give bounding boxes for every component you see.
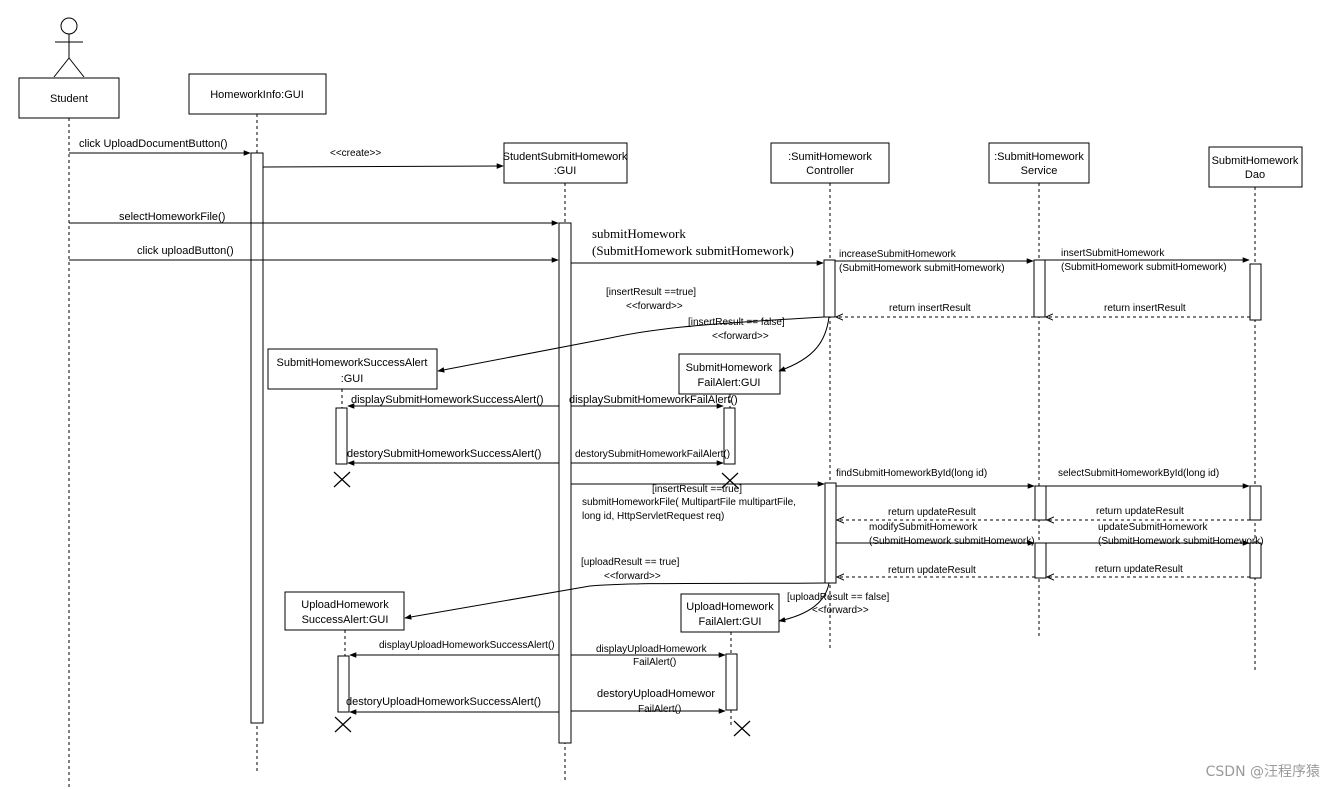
upload-fail-activation (725, 653, 738, 711)
forward-insert-true (437, 316, 825, 373)
service-activation-1 (1033, 259, 1046, 318)
msg-insert-submit-label-1: insertSubmitHomework (1061, 248, 1165, 259)
msg-increase-submit-label-2: (SubmitHomework submitHomework) (839, 263, 1005, 274)
student-label: Student (50, 93, 88, 105)
msg-destroy-upload-fail-label-2: FailAlert() (638, 704, 681, 715)
ret-update-service-1-label: return updateResult (888, 507, 976, 518)
service-label-1: :SubmitHomework (994, 151, 1084, 163)
dao-activation-3 (1249, 542, 1262, 579)
forward-upload-false (778, 582, 830, 623)
msg-update-submit-label-1: updateSubmitHomework (1098, 522, 1208, 533)
msg-insert-submit-label-2: (SubmitHomework submitHomework) (1061, 262, 1227, 273)
submit-success-activation (335, 407, 348, 465)
submit-fail-alert-label-2: FailAlert:GUI (698, 377, 761, 389)
homework-info-label: HomeworkInfo:GUI (210, 89, 304, 101)
destroy-mark-submit-success (333, 471, 351, 488)
watermark: CSDN @汪程序猿 (1206, 764, 1320, 780)
dao-label-2: Dao (1245, 169, 1265, 181)
msg-select-by-id-label: selectSubmitHomeworkById(long id) (1058, 468, 1219, 479)
controller-activation-1 (823, 259, 836, 318)
ret-update-dao-1-label: return updateResult (1096, 506, 1184, 517)
msg-submit-homework-label-1: submitHomework (592, 226, 686, 241)
msg-modify-submit-label-2: (SubmitHomework submitHomework) (869, 536, 1035, 547)
msg-display-submit-fail-label: displaySubmitHomeworkFailAlert() (569, 394, 738, 406)
msg-modify-submit-label-1: modifySubmitHomework (869, 522, 978, 533)
submit-success-alert-label-1: SubmitHomeworkSuccessAlert (277, 357, 428, 369)
msg-create-label: <<create>> (330, 148, 381, 159)
dao-activation-2 (1249, 485, 1262, 521)
ret-insert-dao-label: return insertResult (1104, 303, 1186, 314)
ret-update-dao-2-label: return updateResult (1095, 564, 1183, 575)
student-submit-label-1: StudentSubmitHomework (503, 151, 628, 163)
guard-insert-true-label-1: [insertResult ==true] (606, 287, 696, 298)
submit-fail-alert-label-1: SubmitHomework (686, 362, 773, 374)
msg-find-by-id-label: findSubmitHomeworkById(long id) (836, 468, 987, 479)
guard-insert-false-label-1: [insertResult == false] (688, 317, 785, 328)
msg-create (262, 163, 504, 169)
controller-label-2: Controller (806, 165, 854, 177)
msg-increase-submit-label-1: increaseSubmitHomework (839, 249, 957, 260)
student-actor (53, 17, 85, 78)
submit-fail-activation (723, 407, 736, 465)
upload-fail-alert-label-1: UploadHomework (686, 601, 774, 613)
upload-fail-alert-label-2: FailAlert:GUI (699, 616, 762, 628)
upload-success-alert-label-2: SuccessAlert:GUI (302, 614, 389, 626)
controller-activation-2 (824, 482, 837, 584)
msg-click-upload-document-label: click UploadDocumentButton() (79, 138, 228, 150)
msg-destroy-upload-fail-label-1: destoryUploadHomewor (597, 688, 715, 700)
msg-click-upload-label: click uploadButton() (137, 245, 234, 257)
service-activation-2 (1034, 485, 1047, 521)
msg-update-submit-label-2: (SubmitHomework submitHomework) (1098, 536, 1264, 547)
dao-activation-1 (1249, 263, 1262, 321)
service-label-2: Service (1021, 165, 1058, 177)
student-submit-label-2: :GUI (554, 165, 577, 177)
service-box (988, 142, 1090, 184)
dao-label-1: SubmitHomework (1212, 155, 1299, 167)
destroy-mark-upload-success (334, 716, 352, 733)
student-box (18, 77, 120, 119)
guard-upload-false-label-1: [uploadResult == false] (787, 592, 890, 603)
destroy-mark-submit-fail (721, 472, 739, 489)
guard-insert-true-2-label: [insertResult ==true] (652, 484, 742, 495)
upload-success-activation (337, 655, 350, 713)
student-submit-box (503, 142, 628, 184)
upload-fail-alert-box (680, 593, 780, 633)
guard-upload-true-label-1: [uploadResult == true] (581, 557, 680, 568)
msg-submit-file-label-1: submitHomeworkFile( MultipartFile multip… (582, 497, 796, 508)
forward-insert-false (778, 316, 830, 372)
upload-success-alert-box (284, 591, 405, 631)
msg-destroy-submit-success-label: destorySubmitHomeworkSuccessAlert() (347, 448, 541, 460)
msg-destroy-upload-success-label: destoryUploadHomeworkSuccessAlert() (346, 696, 541, 708)
ret-update-service-2-label: return updateResult (888, 565, 976, 576)
service-activation-3 (1034, 542, 1047, 579)
msg-display-upload-fail-label-1: displayUploadHomework (596, 644, 708, 655)
homework-info-box (188, 73, 327, 115)
upload-success-alert-label-1: UploadHomework (301, 599, 389, 611)
msg-display-upload-success-label: displayUploadHomeworkSuccessAlert() (379, 640, 555, 651)
controller-box (770, 142, 890, 184)
forward-upload-true (404, 582, 826, 620)
student-submit-activation (558, 222, 572, 744)
dao-box (1208, 146, 1303, 188)
ret-insert-service-label: return insertResult (889, 303, 971, 314)
destroy-mark-upload-fail (733, 720, 751, 737)
controller-label-1: :SumitHomework (788, 151, 872, 163)
guard-insert-false-label-2: <<forward>> (712, 331, 769, 342)
msg-submit-homework-label-2: (SubmitHomework submitHomework) (592, 243, 794, 258)
msg-submit-file-label-2: long id, HttpServletRequest req) (582, 511, 724, 522)
homework-info-activation (250, 152, 264, 724)
guard-insert-true-label-2: <<forward>> (626, 301, 683, 312)
guard-upload-false-label-2: <<forward>> (812, 605, 869, 616)
submit-success-alert-box (267, 348, 438, 390)
msg-destroy-submit-fail-label: destorySubmitHomeworkFailAlert() (575, 449, 730, 460)
guard-upload-true-label-2: <<forward>> (604, 571, 661, 582)
msg-display-upload-fail-label-2: FailAlert() (633, 657, 676, 668)
msg-select-file-label: selectHomeworkFile() (119, 211, 225, 223)
msg-display-submit-success-label: displaySubmitHomeworkSuccessAlert() (351, 394, 544, 406)
submit-fail-alert-box (678, 353, 781, 395)
submit-success-alert-label-2: :GUI (341, 373, 364, 385)
